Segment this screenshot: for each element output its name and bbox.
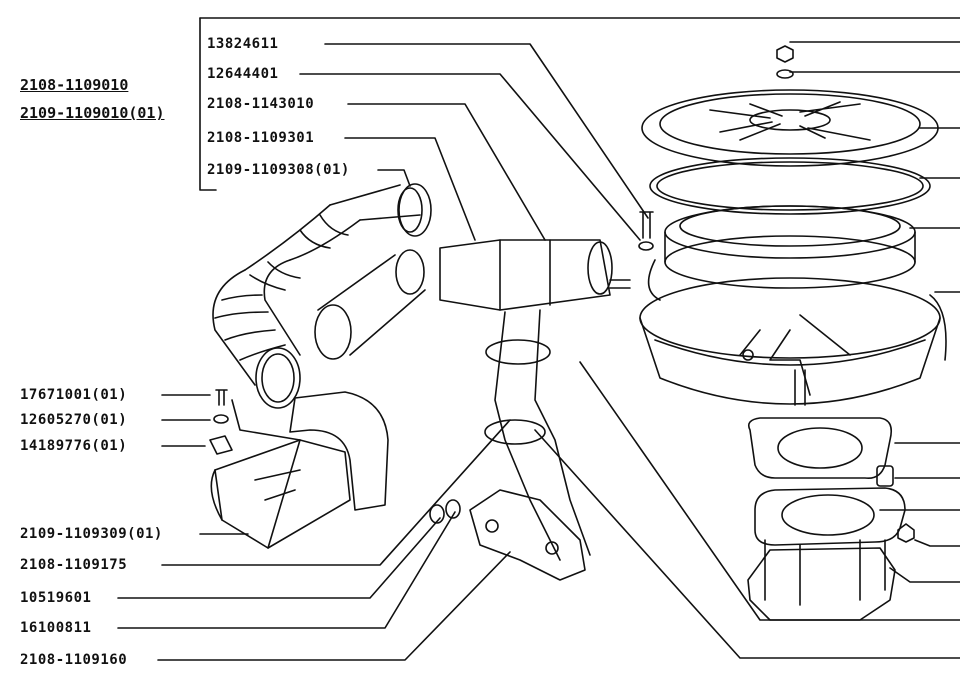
leader-2109-1109308 (377, 169, 411, 187)
filter-gasket (649, 157, 931, 215)
part-label-12605270: 12605270(01) (20, 412, 128, 428)
leader-2108-1143010 (347, 103, 546, 241)
group-label-2108: 2108-1109010 (20, 76, 129, 94)
part-label-10519601: 10519601 (20, 590, 92, 606)
bracket-left-line (199, 17, 217, 191)
leader-13824611 (324, 43, 649, 219)
part-label-14189776: 14189776(01) (20, 438, 128, 454)
down-pipe (494, 309, 591, 561)
part-label-2108-1143010: 2108-1143010 (207, 96, 315, 112)
part-label-2108-1109160: 2108-1109160 (20, 652, 128, 668)
filter-lid (641, 89, 939, 167)
corrugated-hose (212, 259, 301, 386)
part-label-2108-1109175: 2108-1109175 (20, 557, 128, 573)
gasket-2 (754, 487, 906, 546)
leader-12644401 (299, 73, 641, 241)
lower-gasket (747, 417, 893, 480)
part-label-2109-1109309: 2109-1109309(01) (20, 526, 163, 542)
bracket-plate (469, 489, 586, 581)
part-label-16100811: 16100811 (20, 620, 92, 636)
part-label-2109-1109308: 2109-1109308(01) (207, 162, 350, 178)
group-label-2109: 2109-1109010(01) (20, 104, 165, 122)
part-label-2108-1109301: 2108-1109301 (207, 130, 315, 146)
part-label-17671001: 17671001(01) (20, 387, 128, 403)
part-label-12644401: 12644401 (207, 66, 279, 82)
part-label-13824611: 13824611 (207, 36, 279, 52)
elbow-duct (289, 391, 389, 511)
leader-2108-1109301 (344, 137, 476, 241)
filter-body (639, 277, 941, 359)
thermo-valve (439, 239, 611, 311)
